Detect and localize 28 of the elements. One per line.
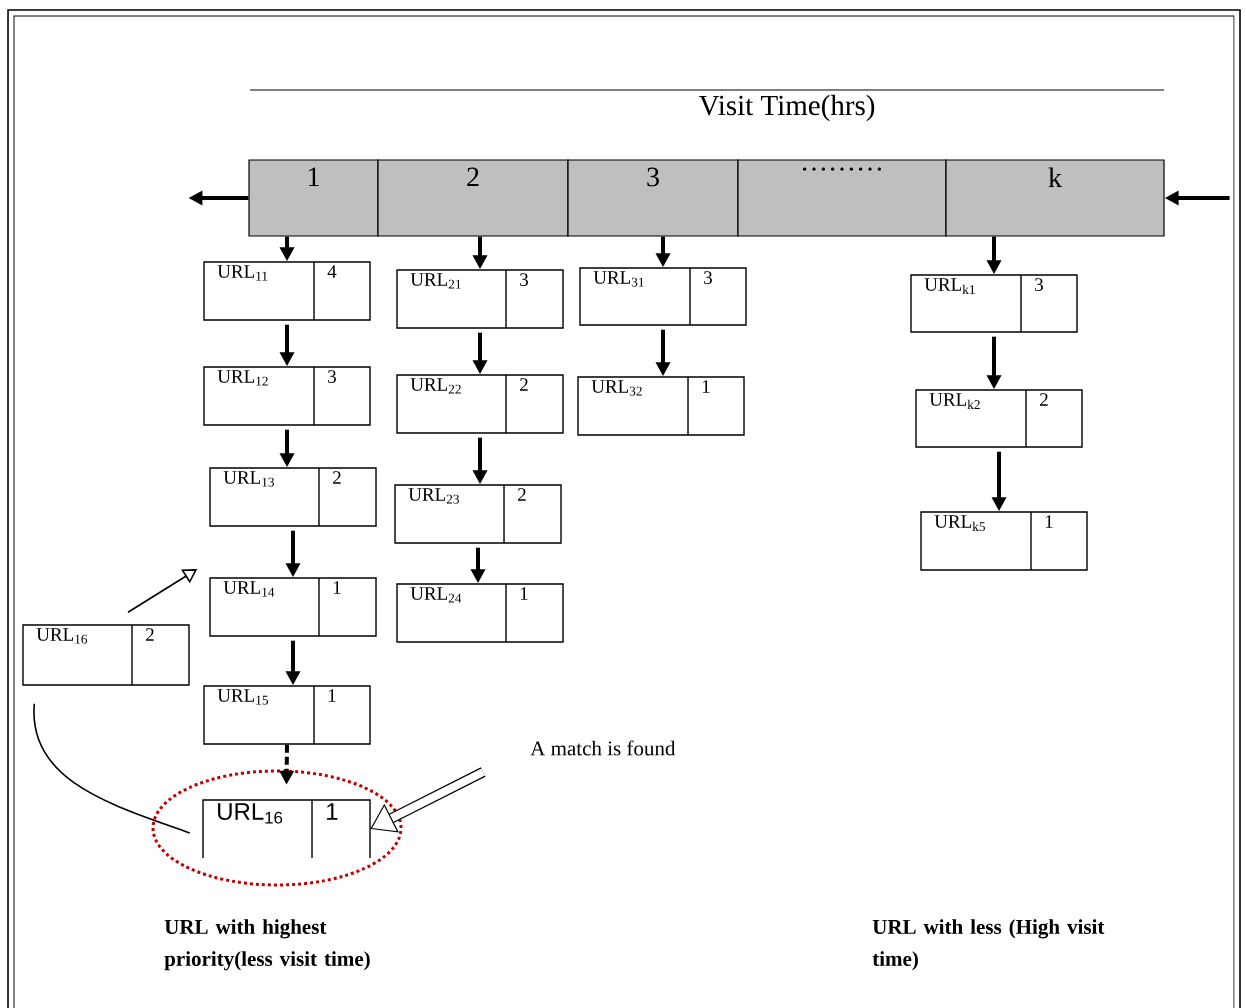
header-cell: k — [945, 159, 1165, 237]
url-box: URL$_{12}$ 3 — [203, 366, 371, 426]
url-box: URL$_{16}$ 2 — [22, 624, 190, 686]
url-box: URL$_{31}$ 3 — [579, 267, 747, 326]
url-box: URL$_{k5}$ 1 — [920, 511, 1088, 571]
url-box: URL$_{21}$ 3 — [396, 269, 564, 329]
curved-line — [33, 702, 191, 834]
url-box: URL$_{11}$ 4 — [203, 261, 371, 321]
url-box: URL$_{32}$ 1 — [577, 376, 745, 436]
header-cell: 2 — [377, 159, 569, 237]
header-cell: ……… — [737, 159, 947, 237]
note-text: A match is found — [530, 740, 676, 756]
url-box: URL$_{13}$ 2 — [209, 467, 377, 527]
url-box: URL$_{k2}$ 2 — [915, 389, 1083, 448]
url-box: URL$_{k1}$ 3 — [910, 274, 1078, 333]
axis-title: Visit Time(hrs) — [698, 94, 875, 122]
dotted-ellipse — [151, 769, 403, 887]
hollow-arrow — [370, 767, 486, 833]
url-box: URL$_{15}$ 1 — [203, 685, 371, 745]
caption-text: URL with highest priority(less visit time) — [164, 919, 370, 971]
url-box: URL$_{22}$ 2 — [396, 374, 564, 434]
caption-text: URL with less (High visit time) — [872, 919, 1105, 971]
header-cell: 3 — [567, 159, 739, 237]
header-cell: 1 — [248, 159, 379, 237]
url-box: URL$_{23}$ 2 — [394, 484, 562, 544]
url-box: URL$_{14}$ 1 — [209, 577, 377, 637]
url-box: URL$_{16}$ 1 — [202, 799, 371, 859]
url-box: URL$_{24}$ 1 — [396, 583, 564, 643]
